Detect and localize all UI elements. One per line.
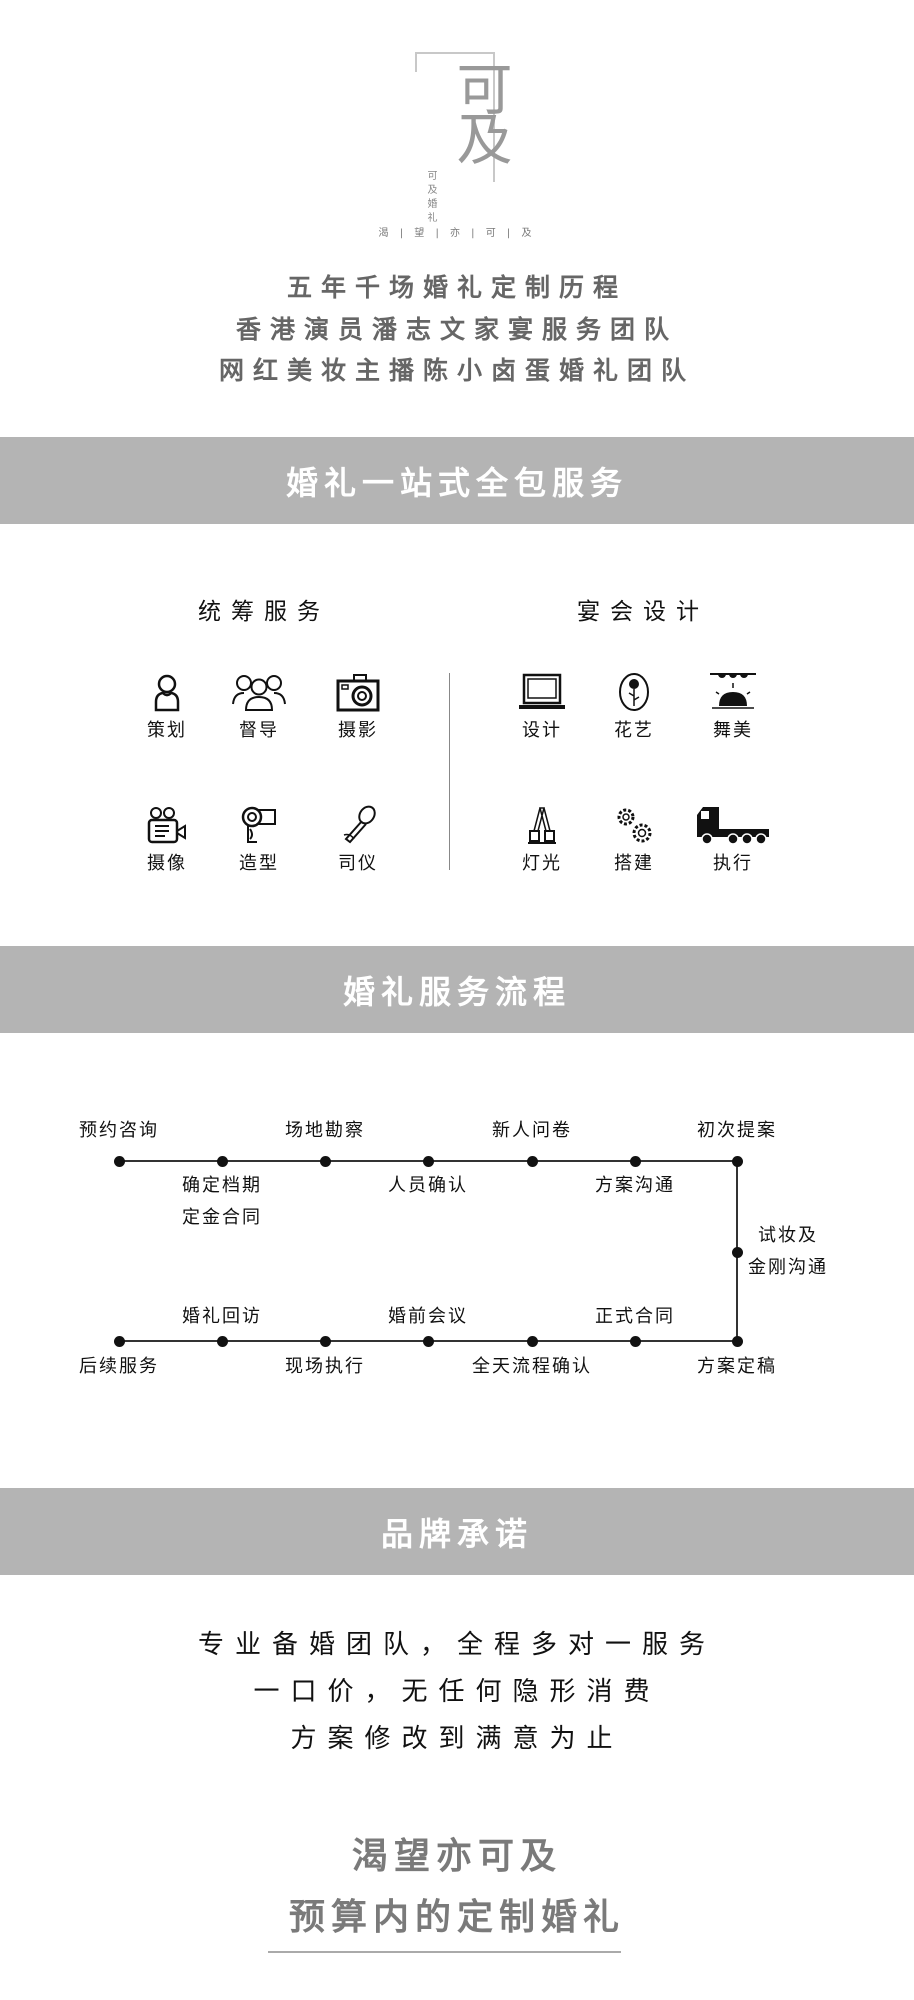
service-item-photography: 摄影 xyxy=(313,672,403,742)
service-label: 花艺 xyxy=(614,720,654,741)
tagline-char: 及 xyxy=(521,228,536,239)
service-item-execution: 执行 xyxy=(688,805,778,875)
slogan-line: 渴望亦可及 xyxy=(351,1836,562,1877)
process-step: 预约咨询 xyxy=(79,1120,159,1141)
services-right-title: 宴会设计 xyxy=(577,599,709,625)
brand-logo: 可及 可及婚礼 xyxy=(405,52,515,237)
process-step: 婚礼回访 xyxy=(182,1306,262,1327)
process-dot xyxy=(527,1336,538,1347)
process-step: 方案沟通 xyxy=(595,1175,675,1196)
service-item-styling: 造型 xyxy=(214,805,304,875)
logo-tagline: 渴 | 望 | 亦 | 可 | 及 xyxy=(378,228,536,239)
process-step: 场地勘察 xyxy=(285,1120,365,1141)
group-icon xyxy=(232,675,286,711)
service-label: 司仪 xyxy=(338,853,378,874)
service-label: 搭建 xyxy=(614,853,654,874)
process-step-line: 确定档期 xyxy=(182,1175,262,1196)
hair-dryer-icon xyxy=(241,806,276,843)
service-item-planning: 策划 xyxy=(122,672,212,742)
intro-line: 香港演员潘志文家宴服务团队 xyxy=(235,315,678,344)
service-label: 摄像 xyxy=(147,853,187,874)
process-step-line: 试妆及 xyxy=(758,1225,818,1246)
process-dot xyxy=(630,1336,641,1347)
service-item-construction: 搭建 xyxy=(589,805,679,875)
stage-light-icon xyxy=(710,673,756,709)
laptop-icon xyxy=(519,673,565,709)
service-item-lighting: 灯光 xyxy=(497,805,587,875)
promise-line: 专业备婚团队，全程多对一服务 xyxy=(197,1630,716,1660)
process-dot xyxy=(423,1336,434,1347)
service-item-mc: 司仪 xyxy=(313,805,403,875)
service-label: 设计 xyxy=(522,720,562,741)
microphone-icon xyxy=(343,805,376,844)
promise-line: 方案修改到满意为止 xyxy=(290,1724,624,1754)
process-step: 初次提案 xyxy=(697,1120,777,1141)
service-label: 策划 xyxy=(147,720,187,741)
process-dot xyxy=(114,1336,125,1347)
logo-main-text: 可及 xyxy=(447,60,512,160)
promise-line: 一口价，无任何隐形消费 xyxy=(253,1677,661,1707)
services-left-title: 统筹服务 xyxy=(198,599,330,625)
service-item-videography: 摄像 xyxy=(122,805,212,875)
logo-sub-text: 可及婚礼 xyxy=(425,170,436,226)
process-step: 现场执行 xyxy=(285,1356,365,1377)
gears-icon xyxy=(617,808,652,843)
process-step: 方案定稿 xyxy=(697,1356,777,1377)
process-dot xyxy=(732,1336,743,1347)
slogan-underline xyxy=(268,1951,621,1953)
process-dot xyxy=(217,1336,228,1347)
person-icon xyxy=(154,674,180,712)
process-step: 新人问卷 xyxy=(492,1120,572,1141)
process-dot xyxy=(732,1156,743,1167)
service-item-supervision: 督导 xyxy=(214,672,304,742)
process-step: 人员确认 xyxy=(388,1175,468,1196)
tagline-char: 亦 xyxy=(450,228,464,239)
process-step: 试妆及金刚沟通 xyxy=(718,1220,858,1284)
section-banner-process: 婚礼服务流程 xyxy=(0,946,914,1033)
process-dot xyxy=(630,1156,641,1167)
process-step: 确定档期定金合同 xyxy=(152,1170,292,1234)
intro-line: 五年千场婚礼定制历程 xyxy=(286,273,627,302)
spotlight-icon xyxy=(528,807,556,844)
tagline-char: 渴 xyxy=(378,228,393,239)
process-step: 婚前会议 xyxy=(388,1306,468,1327)
process-dot xyxy=(217,1156,228,1167)
section-banner-services: 婚礼一站式全包服务 xyxy=(0,437,914,524)
process-dot xyxy=(732,1247,743,1258)
rose-icon xyxy=(619,673,649,711)
process-dot xyxy=(423,1156,434,1167)
process-dot xyxy=(114,1156,125,1167)
service-item-design: 设计 xyxy=(497,672,587,742)
process-step: 全天流程确认 xyxy=(472,1356,592,1377)
service-label: 舞美 xyxy=(713,720,753,741)
video-camera-icon xyxy=(147,807,186,844)
process-step-line: 金刚沟通 xyxy=(748,1257,828,1278)
slogan-line: 预算内的定制婚礼 xyxy=(288,1897,625,1938)
process-step-line: 定金合同 xyxy=(182,1207,262,1228)
process-step: 后续服务 xyxy=(79,1356,159,1377)
process-dot xyxy=(320,1156,331,1167)
process-step: 正式合同 xyxy=(595,1306,675,1327)
services-divider xyxy=(449,673,450,870)
intro-line: 网红美妆主播陈小卤蛋婚礼团队 xyxy=(218,356,695,385)
service-label: 执行 xyxy=(713,853,753,874)
tagline-char: 可 xyxy=(485,228,500,239)
service-label: 摄影 xyxy=(338,720,378,741)
process-dot xyxy=(527,1156,538,1167)
service-item-stage: 舞美 xyxy=(688,672,778,742)
service-label: 造型 xyxy=(239,853,279,874)
camera-icon xyxy=(336,674,380,712)
service-item-floral: 花艺 xyxy=(589,672,679,742)
section-banner-promise: 品牌承诺 xyxy=(0,1488,914,1575)
process-dot xyxy=(320,1336,331,1347)
truck-icon xyxy=(697,807,769,845)
service-label: 灯光 xyxy=(522,853,562,874)
tagline-char: 望 xyxy=(414,228,429,239)
service-label: 督导 xyxy=(239,720,279,741)
